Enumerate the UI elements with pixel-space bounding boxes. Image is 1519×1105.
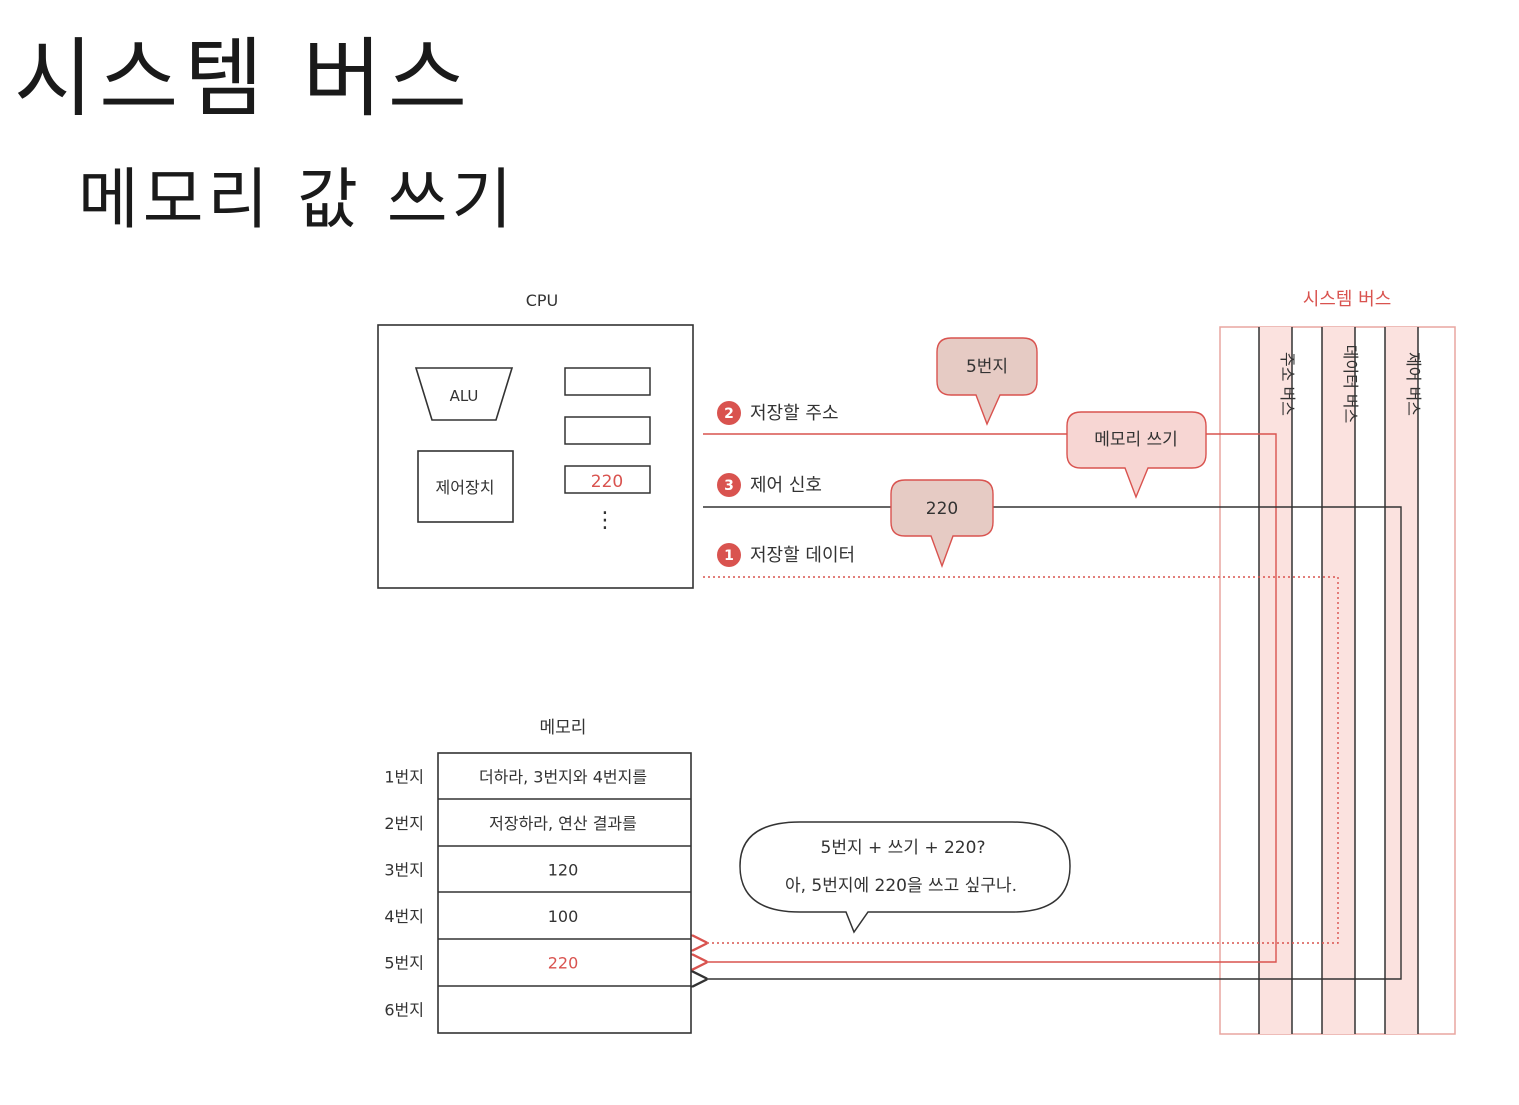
cpu-label: CPU [526, 291, 559, 310]
memory-address-label: 6번지 [384, 1000, 424, 1019]
memory-row-dividers [438, 798, 691, 987]
data-bus-band [1322, 327, 1355, 1034]
register-ellipsis: ⋮ [594, 508, 616, 533]
register-1 [564, 367, 651, 396]
control-unit-label: 제어장치 [436, 478, 495, 497]
register-3-value: 220 [591, 472, 623, 492]
memory-address-label: 2번지 [384, 814, 424, 833]
page-subtitle: 메모리 값 쓰기 [78, 161, 517, 238]
memory-cell-value: 더하라, 3번지와 4번지를 [479, 767, 647, 786]
speech-bubble [739, 821, 1071, 934]
control-bus-label: 제어 버스 [1404, 352, 1423, 416]
page-title: 시스템 버스 [14, 29, 473, 129]
bus-lines [1258, 327, 1419, 1034]
step-3-number: 3 [724, 478, 734, 494]
address-bubble-text: 5번지 [966, 357, 1008, 377]
memory-label: 메모리 [540, 718, 587, 738]
step-1-badge [717, 543, 741, 567]
control-bubble-text: 메모리 쓰기 [1094, 430, 1178, 450]
register-3 [564, 465, 651, 494]
register-2 [564, 416, 651, 445]
step-3-badge [717, 473, 741, 497]
memory-cell-value: 220 [548, 954, 579, 973]
step-2-label: 저장할 주소 [750, 403, 839, 424]
alu-label: ALU [450, 387, 479, 405]
address-bus-label: 주소 버스 [1278, 352, 1297, 416]
data-bubble-text: 220 [926, 499, 958, 519]
memory-cell-value: 저장하라, 연산 결과를 [489, 814, 637, 833]
control-unit-box [417, 450, 514, 523]
memory-table [437, 752, 692, 1034]
data-signal-line [703, 576, 1339, 943]
memory-address-label: 5번지 [384, 954, 424, 973]
data-bubble [890, 479, 994, 569]
memory-cell-value: 100 [548, 907, 579, 926]
alu-shape [414, 367, 514, 421]
step-3-label: 제어 신호 [750, 475, 822, 496]
control-signal-line [703, 506, 1402, 979]
memory-cell-value: 120 [548, 861, 579, 880]
memory-address-label: 3번지 [384, 861, 424, 880]
step-2-number: 2 [724, 406, 734, 422]
step-2-badge [717, 401, 741, 425]
speech-line-2: 아, 5번지에 220을 쓰고 싶구나. [785, 876, 1017, 896]
address-bubble [936, 337, 1038, 426]
address-signal-line [703, 433, 1277, 962]
speech-line-1: 5번지 + 쓰기 + 220? [821, 838, 986, 858]
memory-address-label: 4번지 [384, 907, 424, 926]
data-bus-label: 데이터 버스 [1341, 345, 1360, 424]
memory-rows: 1번지 더하라, 3번지와 4번지를 2번지 저장하라, 연산 결과를 3번지 120 4번… [384, 767, 647, 1019]
memory-address-label: 1번지 [384, 767, 424, 786]
system-bus-label: 시스템 버스 [1303, 289, 1392, 310]
step-1-label: 저장할 데이터 [750, 545, 855, 566]
step-1-number: 1 [724, 548, 734, 564]
control-bubble [1066, 411, 1207, 499]
